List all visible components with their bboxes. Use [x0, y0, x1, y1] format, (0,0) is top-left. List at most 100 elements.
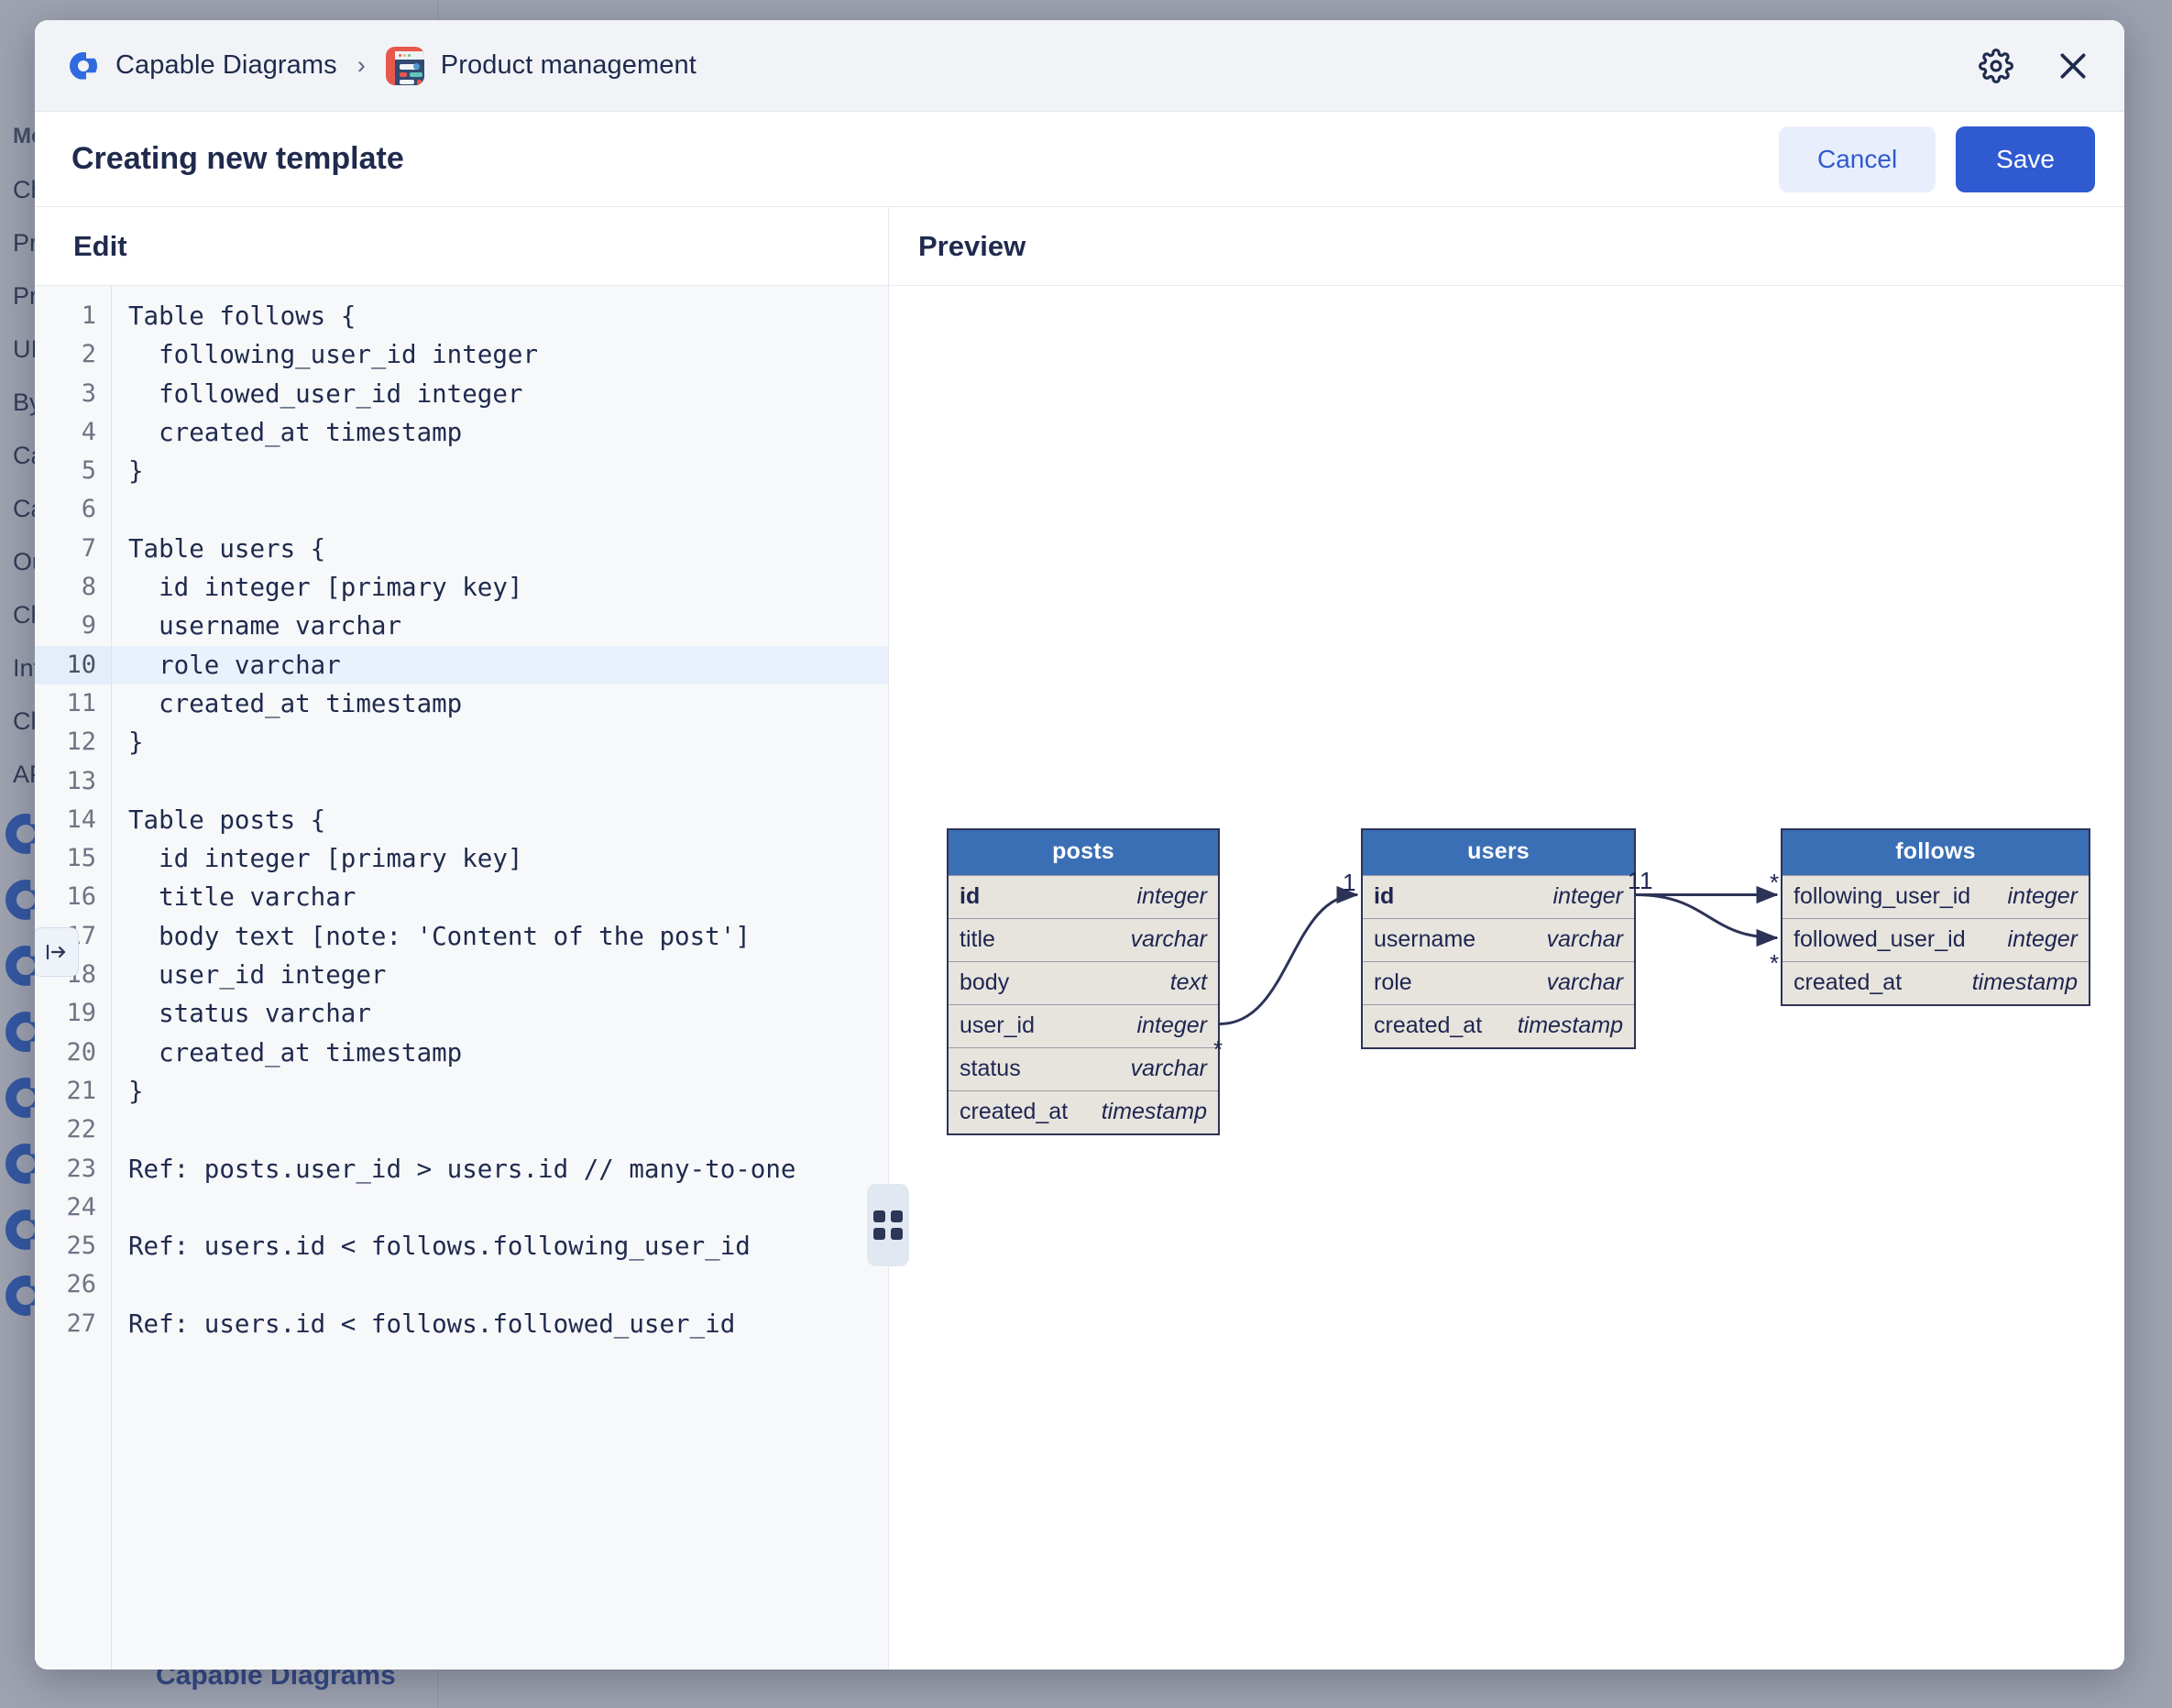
code-line[interactable]: created_at timestamp — [128, 1034, 888, 1072]
erd-field-row[interactable]: id integer — [949, 875, 1218, 918]
code-line[interactable]: status varchar — [128, 994, 888, 1033]
code-line[interactable]: role varchar — [112, 646, 888, 684]
code-line[interactable] — [128, 762, 888, 801]
erd-relationship-line — [1220, 895, 1357, 1024]
erd-field-name: body — [960, 969, 1009, 996]
line-number: 24 — [35, 1188, 111, 1227]
code-line[interactable] — [128, 1188, 888, 1227]
line-number: 13 — [35, 762, 111, 801]
line-number: 22 — [35, 1111, 111, 1149]
line-number: 25 — [35, 1227, 111, 1265]
erd-field-type: text — [1170, 969, 1207, 996]
breadcrumb-workspace[interactable]: Capable Diagrams — [115, 50, 337, 81]
erd-field-row[interactable]: following_user_idinteger — [1783, 875, 2089, 918]
erd-field-name: title — [960, 926, 995, 953]
modal-header: Creating new template Cancel Save — [35, 112, 2124, 207]
save-button[interactable]: Save — [1956, 126, 2095, 192]
erd-field-name: created_at — [1374, 1013, 1482, 1039]
line-number: 21 — [35, 1072, 111, 1111]
line-number: 10 — [35, 646, 111, 684]
capable-diagrams-logo-icon — [70, 52, 97, 80]
line-number: 7 — [35, 530, 111, 568]
code-line[interactable]: following_user_id integer — [128, 335, 888, 374]
erd-field-type: varchar — [1547, 926, 1623, 953]
code-line[interactable]: id integer [primary key] — [128, 568, 888, 607]
line-number: 12 — [35, 723, 111, 761]
expand-sidebar-icon[interactable] — [35, 927, 79, 977]
line-number: 9 — [35, 607, 111, 645]
erd-field-row[interactable]: body text — [949, 961, 1218, 1004]
code-line[interactable] — [128, 1265, 888, 1304]
gear-icon[interactable] — [1970, 40, 2022, 92]
code-line[interactable]: Ref: posts.user_id > users.id // many-to… — [128, 1150, 888, 1188]
erd-field-name: status — [960, 1056, 1021, 1082]
close-icon[interactable] — [2047, 40, 2099, 92]
erd-field-row[interactable]: rolevarchar — [1363, 961, 1634, 1004]
erd-field-name: role — [1374, 969, 1412, 996]
breadcrumb-document[interactable]: Product management — [441, 50, 697, 81]
line-number: 20 — [35, 1034, 111, 1072]
code-line[interactable]: Table users { — [128, 530, 888, 568]
line-number: 6 — [35, 490, 111, 529]
line-number: 15 — [35, 839, 111, 878]
code-content[interactable]: Table follows { following_user_id intege… — [112, 286, 888, 1670]
erd-field-row[interactable]: followed_user_idinteger — [1783, 918, 2089, 961]
cancel-button[interactable]: Cancel — [1779, 126, 1936, 192]
erd-field-row[interactable]: id integer — [1363, 875, 1634, 918]
preview-pane-header: Preview — [889, 207, 2124, 285]
erd-table-posts[interactable]: postsidintegertitlevarcharbodytextuser_i… — [947, 828, 1220, 1135]
code-line[interactable]: Table posts { — [128, 801, 888, 839]
code-line[interactable]: followed_user_id integer — [128, 375, 888, 413]
erd-table-follows[interactable]: followsfollowing_user_idintegerfollowed_… — [1781, 828, 2090, 1006]
erd-field-row[interactable]: usernamevarchar — [1363, 918, 1634, 961]
code-line[interactable]: user_id integer — [128, 956, 888, 994]
erd-field-type: integer — [1137, 1013, 1207, 1039]
erd-field-row[interactable]: created_at timestamp — [949, 1090, 1218, 1133]
erd-field-row[interactable]: user_idinteger — [949, 1004, 1218, 1047]
drag-handle-icon[interactable] — [867, 1184, 909, 1266]
code-line[interactable]: Table follows { — [128, 297, 888, 335]
erd-table-users[interactable]: usersidintegerusernamevarcharrolevarchar… — [1361, 828, 1636, 1049]
line-number: 16 — [35, 878, 111, 916]
code-line[interactable] — [128, 490, 888, 529]
edit-pane-header: Edit — [35, 207, 889, 285]
product-management-doc-icon — [386, 47, 424, 85]
erd-field-name: id — [1374, 883, 1394, 910]
erd-field-type: integer — [2008, 926, 2078, 953]
code-line[interactable]: created_at timestamp — [128, 684, 888, 723]
line-number: 1 — [35, 297, 111, 335]
erd-field-row[interactable]: status varchar — [949, 1047, 1218, 1090]
erd-field-name: id — [960, 883, 980, 910]
code-line[interactable]: username varchar — [128, 607, 888, 645]
erd-field-type: timestamp — [1102, 1099, 1207, 1125]
erd-field-type: integer — [1137, 883, 1207, 910]
code-line[interactable]: Ref: users.id < follows.followed_user_id — [128, 1305, 888, 1343]
code-line[interactable]: created_at timestamp — [128, 413, 888, 452]
erd-preview-canvas[interactable]: postsidintegertitlevarcharbodytextuser_i… — [889, 286, 2124, 1670]
line-number: 5 — [35, 452, 111, 490]
erd-field-type: integer — [1553, 883, 1623, 910]
erd-field-name: created_at — [1794, 969, 1902, 996]
line-number-gutter: 1234567891011121314151617181920212223242… — [35, 286, 112, 1670]
code-line[interactable]: } — [128, 1072, 888, 1111]
code-line[interactable]: body text [note: 'Content of the post'] — [128, 917, 888, 956]
code-line[interactable]: title varchar — [128, 878, 888, 916]
erd-field-row[interactable]: titlevarchar — [949, 918, 1218, 961]
erd-field-type: varchar — [1131, 1056, 1207, 1082]
chevron-right-icon: › — [357, 51, 366, 80]
line-number: 3 — [35, 375, 111, 413]
code-line[interactable] — [128, 1111, 888, 1149]
erd-field-row[interactable]: created_attimestamp — [1783, 961, 2089, 1004]
erd-table-title: posts — [949, 830, 1218, 875]
code-line[interactable]: Ref: users.id < follows.following_user_i… — [128, 1227, 888, 1265]
erd-cardinality-label: * — [1770, 951, 1779, 975]
erd-field-row[interactable]: created_attimestamp — [1363, 1004, 1634, 1047]
code-line[interactable]: } — [128, 452, 888, 490]
breadcrumb-actions — [1970, 40, 2099, 92]
erd-cardinality-label: 1 — [1343, 870, 1355, 894]
erd-field-name: created_at — [960, 1099, 1068, 1125]
code-line[interactable]: id integer [primary key] — [128, 839, 888, 878]
line-number: 11 — [35, 684, 111, 723]
dbml-code-editor[interactable]: 1234567891011121314151617181920212223242… — [35, 286, 889, 1670]
code-line[interactable]: } — [128, 723, 888, 761]
